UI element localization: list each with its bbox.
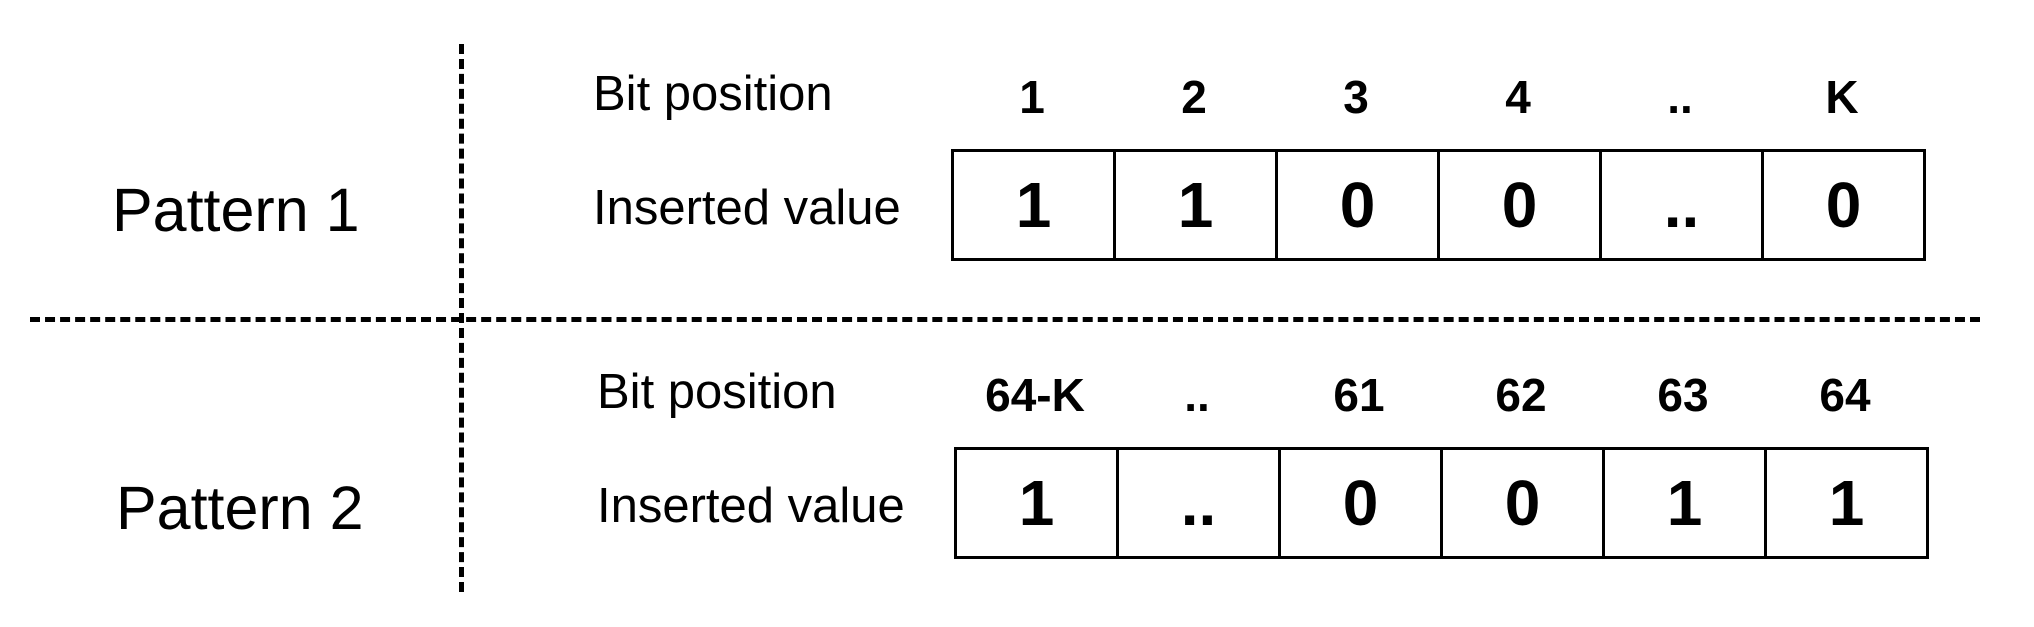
inserted-value-cell: ..: [1119, 450, 1281, 556]
bit-position-cell: ..: [1184, 369, 1210, 421]
horizontal-divider: [30, 317, 1980, 322]
bit-position-cell: 3: [1343, 71, 1369, 123]
bit-position-cell: ..: [1667, 71, 1693, 123]
bit-position-cell: K: [1825, 71, 1859, 123]
bit-position-cell: 4: [1505, 71, 1531, 123]
bit-position-cell: 64: [1819, 369, 1871, 421]
inserted-value-cell: 0: [1443, 450, 1605, 556]
inserted-value-cell: 0: [1278, 152, 1440, 258]
bit-position-cell: 1: [1019, 71, 1045, 123]
bit-position-cell: 63: [1657, 369, 1709, 421]
inserted-value-cell: 1: [954, 152, 1116, 258]
pattern-2-value-row: 1 .. 0 0 1 1: [954, 447, 1929, 559]
bit-position-cell: 2: [1181, 71, 1207, 123]
inserted-value-cell: 0: [1440, 152, 1602, 258]
pattern-2-inserted-value-label: Inserted value: [597, 479, 905, 533]
inserted-value-cell: 1: [957, 450, 1119, 556]
inserted-value-cell: 1: [1116, 152, 1278, 258]
pattern-2-bit-position-label: Bit position: [597, 365, 837, 419]
pattern-1-label: Pattern 1: [112, 176, 360, 244]
inserted-value-cell: 0: [1764, 152, 1926, 258]
inserted-value-cell: 0: [1281, 450, 1443, 556]
inserted-value-cell: 1: [1767, 450, 1929, 556]
pattern-2-label: Pattern 2: [116, 474, 364, 542]
bit-position-cell: 62: [1495, 369, 1547, 421]
inserted-value-cell: 1: [1605, 450, 1767, 556]
pattern-1-value-row: 1 1 0 0 .. 0: [951, 149, 1926, 261]
pattern-1-inserted-value-label: Inserted value: [593, 181, 901, 235]
bit-position-cell: 61: [1333, 369, 1385, 421]
inserted-value-cell: ..: [1602, 152, 1764, 258]
pattern-1-bit-position-label: Bit position: [593, 67, 833, 121]
bit-position-cell: 64-K: [985, 369, 1085, 421]
